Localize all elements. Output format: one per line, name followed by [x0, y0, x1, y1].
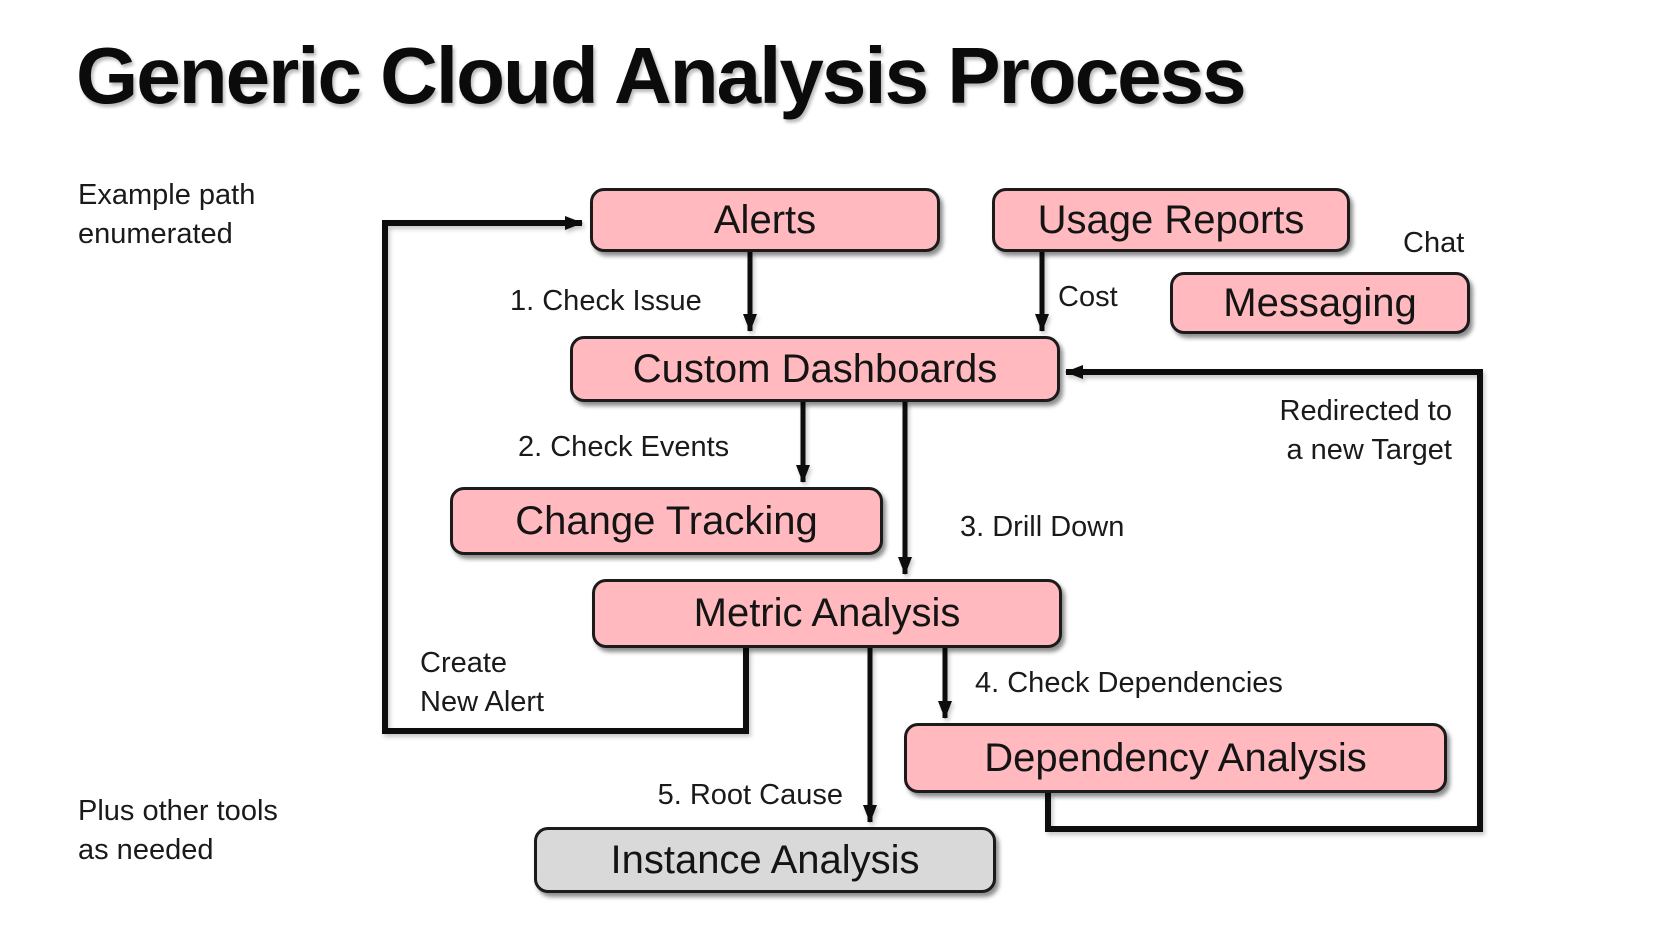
- node-metric-analysis-label: Metric Analysis: [693, 591, 961, 635]
- edge-label-create-alert-line2: New Alert: [420, 686, 545, 718]
- edge-label-redirected-line1: Redirected to: [1279, 395, 1453, 427]
- edge-label-create-alert-line1: Create: [420, 647, 508, 679]
- edge-label-drill-down: 3. Drill Down: [960, 511, 1125, 543]
- note-example-path-line2: enumerated: [78, 218, 233, 250]
- node-alerts: Alerts: [590, 188, 940, 252]
- edge-label-create-alert: Create New Alert: [420, 644, 544, 722]
- edge-label-redirected: Redirected to a new Target: [1152, 392, 1453, 470]
- note-plus-tools-line1: Plus other tools: [78, 795, 278, 827]
- edge-label-check-issue: 1. Check Issue: [510, 285, 702, 317]
- node-alerts-label: Alerts: [713, 197, 817, 242]
- edge-label-redirected-line2: a new Target: [1286, 434, 1452, 466]
- edge-label-check-dependencies: 4. Check Dependencies: [975, 667, 1283, 699]
- node-messaging: Messaging: [1170, 272, 1470, 334]
- node-usage-reports-label: Usage Reports: [1037, 197, 1305, 242]
- node-custom-dashboards-label: Custom Dashboards: [632, 346, 998, 391]
- node-instance-analysis-label: Instance Analysis: [610, 837, 920, 882]
- edge-label-cost: Cost: [1058, 281, 1118, 313]
- edge-dependency-to-dashboards-loop: [1045, 365, 1483, 832]
- node-messaging-label: Messaging: [1223, 280, 1417, 325]
- edge-metric-to-alerts-loop: [382, 216, 749, 734]
- note-plus-tools: Plus other tools as needed: [78, 792, 278, 870]
- note-example-path-line1: Example path: [78, 179, 256, 211]
- node-dependency-analysis: Dependency Analysis: [904, 723, 1447, 793]
- note-example-path: Example path enumerated: [78, 176, 255, 254]
- node-change-tracking: Change Tracking: [450, 487, 883, 555]
- node-metric-analysis: Metric Analysis: [592, 579, 1062, 648]
- node-instance-analysis: Instance Analysis: [534, 827, 996, 893]
- node-dependency-analysis-label: Dependency Analysis: [984, 735, 1367, 780]
- node-custom-dashboards: Custom Dashboards: [570, 336, 1060, 402]
- edge-label-root-cause: 5. Root Cause: [657, 779, 843, 811]
- edge-label-check-events: 2. Check Events: [518, 431, 730, 463]
- node-usage-reports: Usage Reports: [992, 188, 1350, 252]
- edge-label-chat: Chat: [1403, 227, 1465, 259]
- page-title: Generic Cloud Analysis Process: [76, 31, 1247, 120]
- note-plus-tools-line2: as needed: [78, 834, 214, 866]
- node-change-tracking-label: Change Tracking: [515, 498, 818, 543]
